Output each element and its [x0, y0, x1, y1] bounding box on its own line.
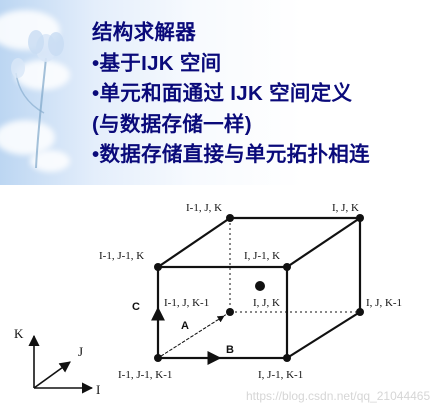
vertex: [356, 214, 364, 222]
bullet-text: 空间: [173, 51, 222, 75]
vertex: [154, 354, 162, 362]
bullet-text: 空间定义: [263, 82, 353, 105]
slide-title: 结构求解器: [92, 21, 196, 44]
vertex: [283, 263, 291, 271]
bullet-bold-text: IJK: [230, 82, 264, 105]
axis-j: [33, 361, 71, 389]
bullet-text: •基于: [92, 51, 142, 75]
bullet-text: •单元和面通过: [92, 82, 231, 105]
bullet-ijk-space: •基于IJK 空间: [92, 49, 427, 80]
bullet-text: (与数据存储一样): [92, 112, 252, 136]
cloud-decoration: [0, 120, 55, 155]
vertex: [356, 308, 364, 316]
label-edge-a: A: [181, 320, 189, 332]
sky-background: [0, 0, 432, 185]
cloud-decoration: [30, 150, 70, 172]
coordinate-axes: [28, 334, 94, 394]
edge: [157, 217, 231, 268]
bullet-storage: •数据存储直接与单元拓扑相连: [92, 140, 427, 171]
flower-decoration: [11, 30, 64, 168]
label-edge-c: C: [132, 301, 140, 313]
label-front-bottom-right: I, J-1, K-1: [258, 369, 303, 381]
hidden-edges: [157, 218, 360, 359]
label-back-bottom-left: I-1, J, K-1: [164, 297, 209, 309]
axis-label-i: I: [96, 382, 100, 397]
label-back-bottom-right: I, J, K-1: [366, 297, 402, 309]
slide-text: 结构求解器 •基于IJK 空间 •单元和面通过 IJK 空间定义 (与数据存储一…: [92, 18, 427, 171]
vertex: [283, 354, 291, 362]
axis-label-j: J: [78, 344, 83, 359]
label-back-top-left: I-1, J, K: [186, 202, 222, 214]
ijk-cell-diagram: I-1, J, K I, J, K I-1, J-1, K I, J-1, K …: [14, 202, 402, 397]
label-center: I, J, K: [253, 297, 280, 309]
bullet-text: •数据存储直接与单元拓扑相连: [92, 143, 370, 166]
label-front-bottom-left: I-1, J-1, K-1: [118, 369, 172, 381]
vertices: [154, 214, 364, 362]
label-front-top-right: I, J-1, K: [244, 250, 280, 262]
cell-center: [255, 281, 265, 291]
edge: [286, 217, 361, 268]
bullet-note: (与数据存储一样): [92, 110, 427, 141]
hidden-edge: [157, 311, 231, 359]
vertex: [226, 214, 234, 222]
watermark: https://blog.csdn.net/qq_21044465: [246, 389, 431, 403]
label-front-top-left: I-1, J-1, K: [99, 250, 144, 262]
label-back-top-right: I, J, K: [332, 202, 359, 214]
edge: [286, 311, 361, 359]
bullet-cells-faces: •单元和面通过 IJK 空间定义: [92, 79, 427, 110]
front-face: [156, 265, 289, 360]
arrow-a: [157, 315, 225, 359]
vertex: [154, 263, 162, 271]
bullet-bold-text: IJK: [141, 51, 174, 75]
label-edge-b: B: [226, 344, 234, 356]
vertex: [226, 308, 234, 316]
axis-label-k: K: [14, 326, 24, 341]
